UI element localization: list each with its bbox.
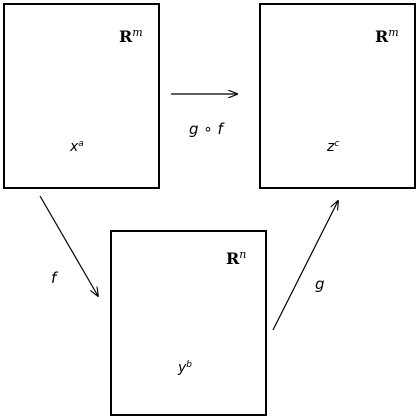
codomain-space-label: Rm bbox=[375, 26, 399, 46]
domain-point-label: xa bbox=[69, 139, 84, 155]
domain-space-box bbox=[3, 3, 160, 189]
middle-space: Rn yb bbox=[110, 230, 267, 416]
f-map-arrow bbox=[39, 195, 98, 296]
g-map-label: g bbox=[315, 275, 325, 293]
domain-point-sup: a bbox=[78, 139, 84, 149]
composite-map-label: g ∘ f bbox=[189, 120, 225, 138]
codomain-point-label: zc bbox=[326, 139, 339, 155]
middle-point-sup: b bbox=[186, 360, 192, 370]
codomain-point-sup: c bbox=[334, 139, 339, 149]
middle-space-exponent: n bbox=[239, 248, 246, 261]
f-map-label: f bbox=[51, 269, 59, 287]
domain-point-base: x bbox=[69, 139, 79, 155]
middle-point-base: y bbox=[177, 360, 187, 376]
g-map-arrow bbox=[272, 201, 338, 331]
domain-space-label: Rm bbox=[119, 26, 143, 46]
middle-space-label: Rn bbox=[226, 248, 246, 268]
codomain-space: Rm zc bbox=[259, 3, 416, 189]
codomain-point-base: z bbox=[326, 139, 335, 155]
codomain-space-base: R bbox=[375, 27, 389, 46]
middle-point-label: yb bbox=[177, 360, 192, 376]
domain-space-base: R bbox=[119, 27, 133, 46]
codomain-space-exponent: m bbox=[388, 26, 398, 39]
middle-space-base: R bbox=[226, 249, 240, 268]
middle-space-box bbox=[110, 230, 267, 416]
domain-space: Rm xa bbox=[3, 3, 160, 189]
codomain-space-box bbox=[259, 3, 416, 189]
domain-space-exponent: m bbox=[132, 26, 142, 39]
